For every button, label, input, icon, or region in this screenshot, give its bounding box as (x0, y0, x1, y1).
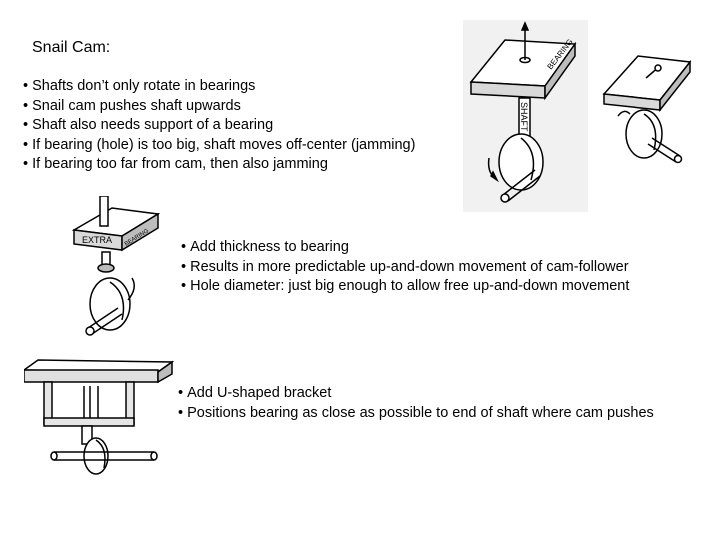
bullet-item: Hole diameter: just big enough to allow … (181, 277, 629, 297)
thickness-bullet-list: Add thickness to bearing Results in more… (181, 238, 629, 297)
bearing-plate-cam-illustration (602, 55, 692, 164)
thick-bearing-illustration: EXTRA BEARING (71, 196, 161, 336)
slide-title: Snail Cam: (32, 39, 111, 56)
bullet-item: Snail cam pushes shaft upwards (23, 97, 415, 117)
u-bracket-illustration (24, 359, 174, 475)
bracket-bullet-list: Add U-shaped bracket Positions bearing a… (178, 384, 654, 423)
bearing-plate-illustration: BEARING SHAFT (463, 20, 588, 212)
bullet-item: If bearing (hole) is too big, shaft move… (23, 136, 415, 156)
bullet-item: If bearing too far from cam, then also j… (23, 155, 415, 175)
bullet-item: Shafts don’t only rotate in bearings (23, 77, 415, 97)
mid-plate-label: EXTRA (82, 235, 112, 245)
main-bullet-list: Shafts don’t only rotate in bearings Sna… (23, 77, 415, 175)
bullet-item: Add U-shaped bracket (178, 384, 654, 404)
bullet-item: Add thickness to bearing (181, 238, 629, 258)
bullet-item: Shaft also needs support of a bearing (23, 116, 415, 136)
top-shaft-label: SHAFT (519, 102, 529, 132)
bullet-item: Results in more predictable up-and-down … (181, 258, 629, 278)
bullet-item: Positions bearing as close as possible t… (178, 404, 654, 424)
